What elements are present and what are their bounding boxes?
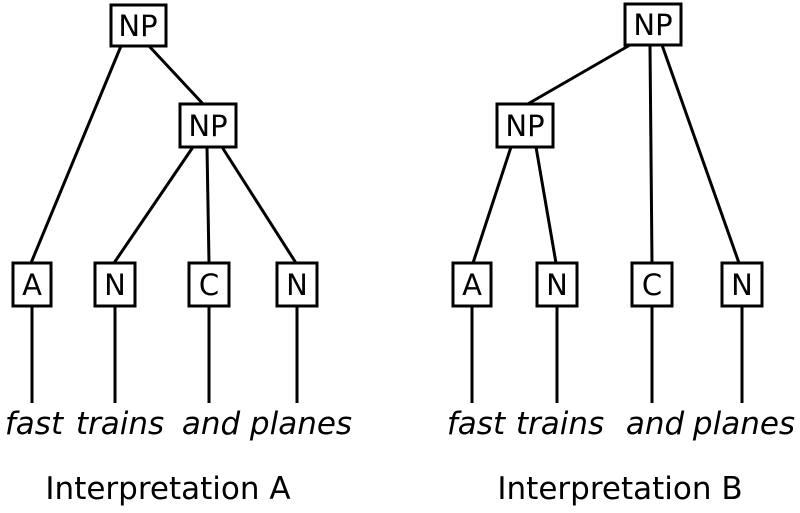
node-box-a-leaf-a (11, 261, 53, 308)
word-a-planes: planes (249, 406, 352, 442)
node-box-a-leaf-c (187, 261, 231, 308)
node-box-a-root-np (109, 3, 168, 48)
node-label-b-root-np: NP (633, 8, 672, 42)
edge-a-root-to-inner-np (147, 44, 206, 107)
word-b-planes: planes (692, 406, 795, 442)
edge-b-inner-to-leaf-a (471, 146, 513, 264)
tree-b: NP NP A N C N fast trains and planes Int… (447, 2, 795, 507)
word-a-fast: fast (5, 406, 65, 442)
edge-a-inner-to-leaf-c (205, 146, 211, 264)
tree-a: NP NP A N C N fast trains and planes Int… (5, 3, 352, 507)
node-label-a-root-np: NP (118, 9, 157, 43)
node-label-a-leaf-c: C (199, 268, 219, 302)
edge-b-root-to-leaf-n2 (660, 44, 741, 264)
node-box-b-root-np (623, 2, 683, 47)
node-box-a-leaf-n1 (93, 261, 137, 308)
word-b-trains: trains (516, 406, 604, 442)
node-label-b-leaf-a: A (462, 268, 482, 302)
node-label-a-leaf-n2: N (286, 268, 308, 302)
edge-b-inner-to-leaf-n1 (534, 146, 558, 264)
node-label-a-inner-np: NP (188, 109, 227, 143)
word-a-trains: trains (76, 406, 164, 442)
edge-a-inner-to-leaf-n1 (112, 146, 195, 264)
caption-interpretation-b: Interpretation B (497, 471, 742, 507)
node-label-a-leaf-a: A (22, 268, 42, 302)
node-label-a-leaf-n1: N (104, 268, 126, 302)
caption-interpretation-a: Interpretation A (45, 471, 290, 507)
node-label-b-leaf-n2: N (731, 268, 753, 302)
word-b-fast: fast (447, 406, 507, 442)
word-a-and: and (182, 406, 241, 442)
node-box-a-leaf-n2 (275, 261, 319, 308)
node-box-b-leaf-a (451, 261, 493, 308)
node-box-b-inner-np (495, 102, 555, 149)
edge-a-root-to-leaf-a (29, 45, 123, 264)
edge-b-root-to-inner-np (525, 43, 631, 107)
node-box-b-leaf-n2 (720, 261, 764, 308)
edge-b-root-to-leaf-c (648, 44, 654, 264)
node-box-b-leaf-n1 (535, 261, 579, 308)
word-b-and: and (626, 406, 685, 442)
node-label-b-leaf-n1: N (546, 268, 568, 302)
node-label-b-leaf-c: C (642, 268, 662, 302)
node-label-b-inner-np: NP (505, 109, 544, 143)
edge-a-inner-to-leaf-n2 (220, 146, 298, 264)
node-box-b-leaf-c (630, 261, 674, 308)
node-box-a-inner-np (178, 102, 238, 149)
